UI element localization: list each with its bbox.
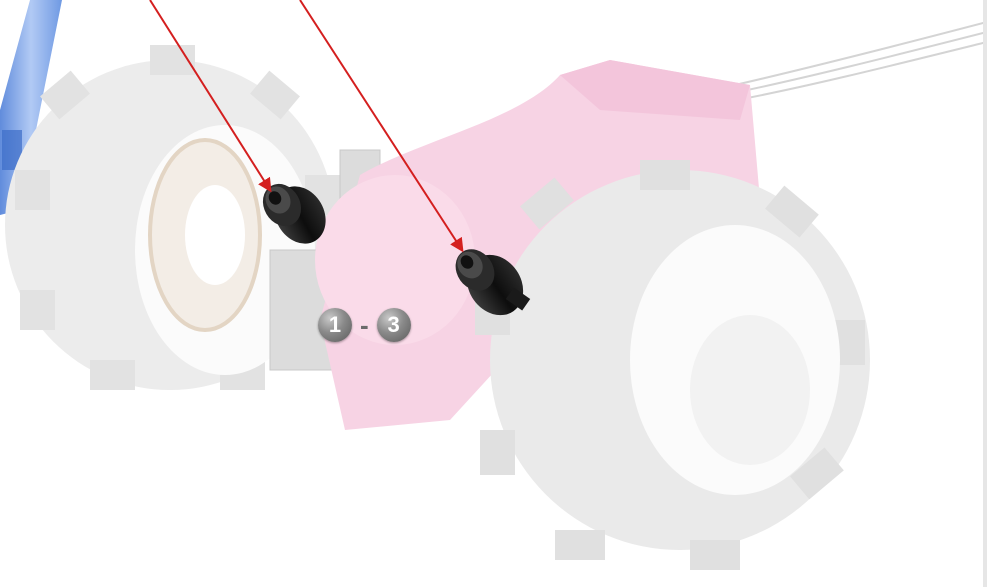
page-edge (983, 0, 987, 587)
step-start-badge: 1 (318, 308, 352, 342)
step-separator: - (360, 310, 369, 341)
step-range-label: 1 - 3 (318, 308, 411, 342)
right-wheel-icon (475, 160, 870, 570)
cable (735, 22, 987, 99)
step-end-badge: 3 (377, 308, 411, 342)
